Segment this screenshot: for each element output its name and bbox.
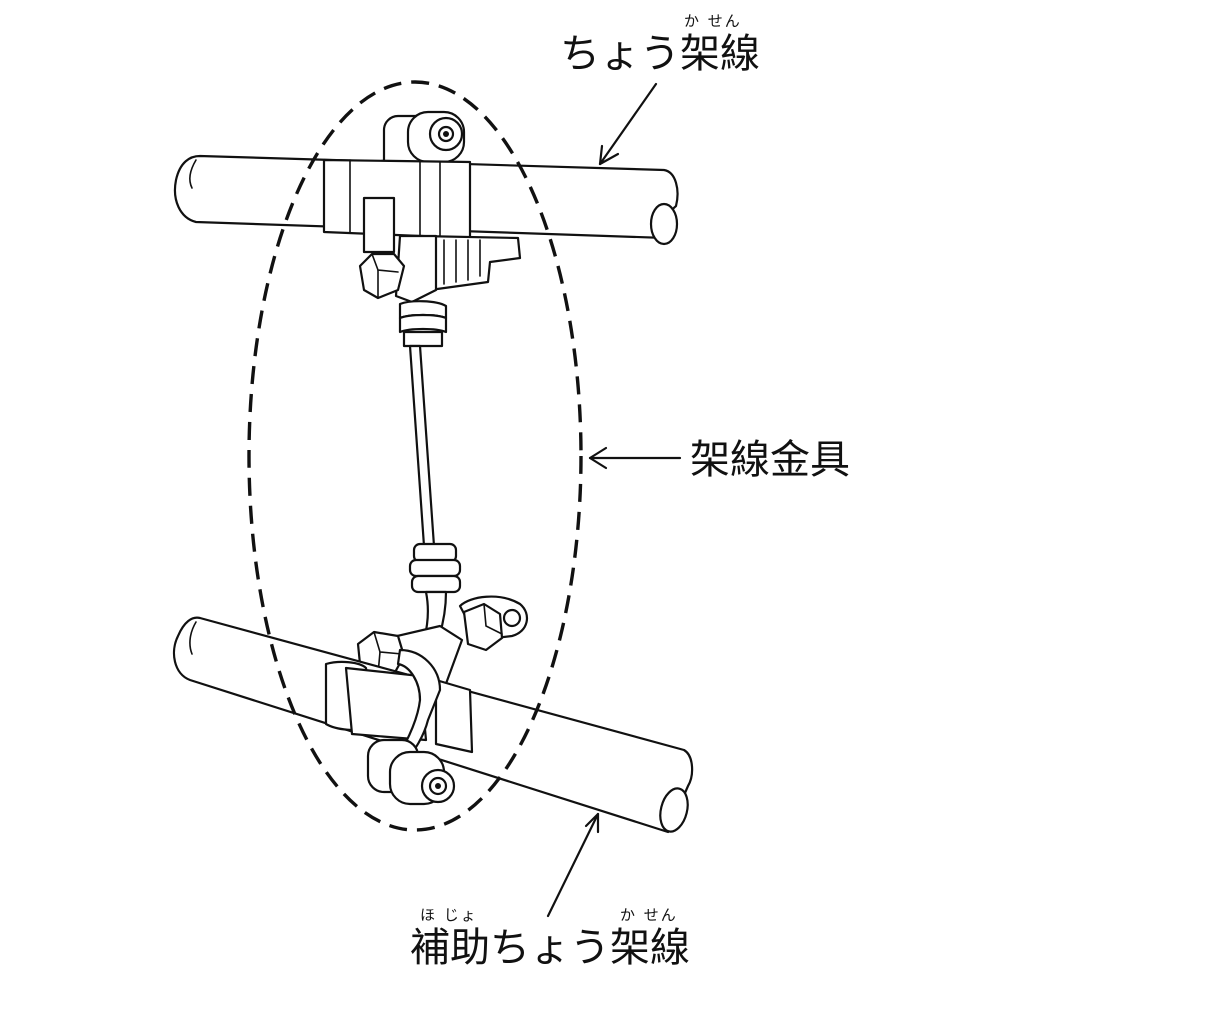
auxiliary-wire-ruby-right: か せん (620, 906, 678, 924)
upper-clamp (322, 110, 522, 348)
auxiliary-wire-label: 補助ちょう架線 (410, 925, 690, 971)
dropper-rod (408, 344, 436, 548)
lower-wire (172, 616, 694, 834)
messenger-wire-ruby: か せん (684, 12, 742, 30)
arrow-fitting (588, 446, 682, 470)
fitting-label: 架線金具 (690, 437, 850, 483)
messenger-wire-label: ちょう架線 (560, 31, 760, 77)
arrow-messenger-wire (598, 82, 658, 166)
auxiliary-wire-ruby-left: ほ じょ (420, 906, 478, 924)
fitting-highlight-ellipse (247, 80, 583, 832)
arrow-auxiliary-wire (546, 812, 600, 918)
